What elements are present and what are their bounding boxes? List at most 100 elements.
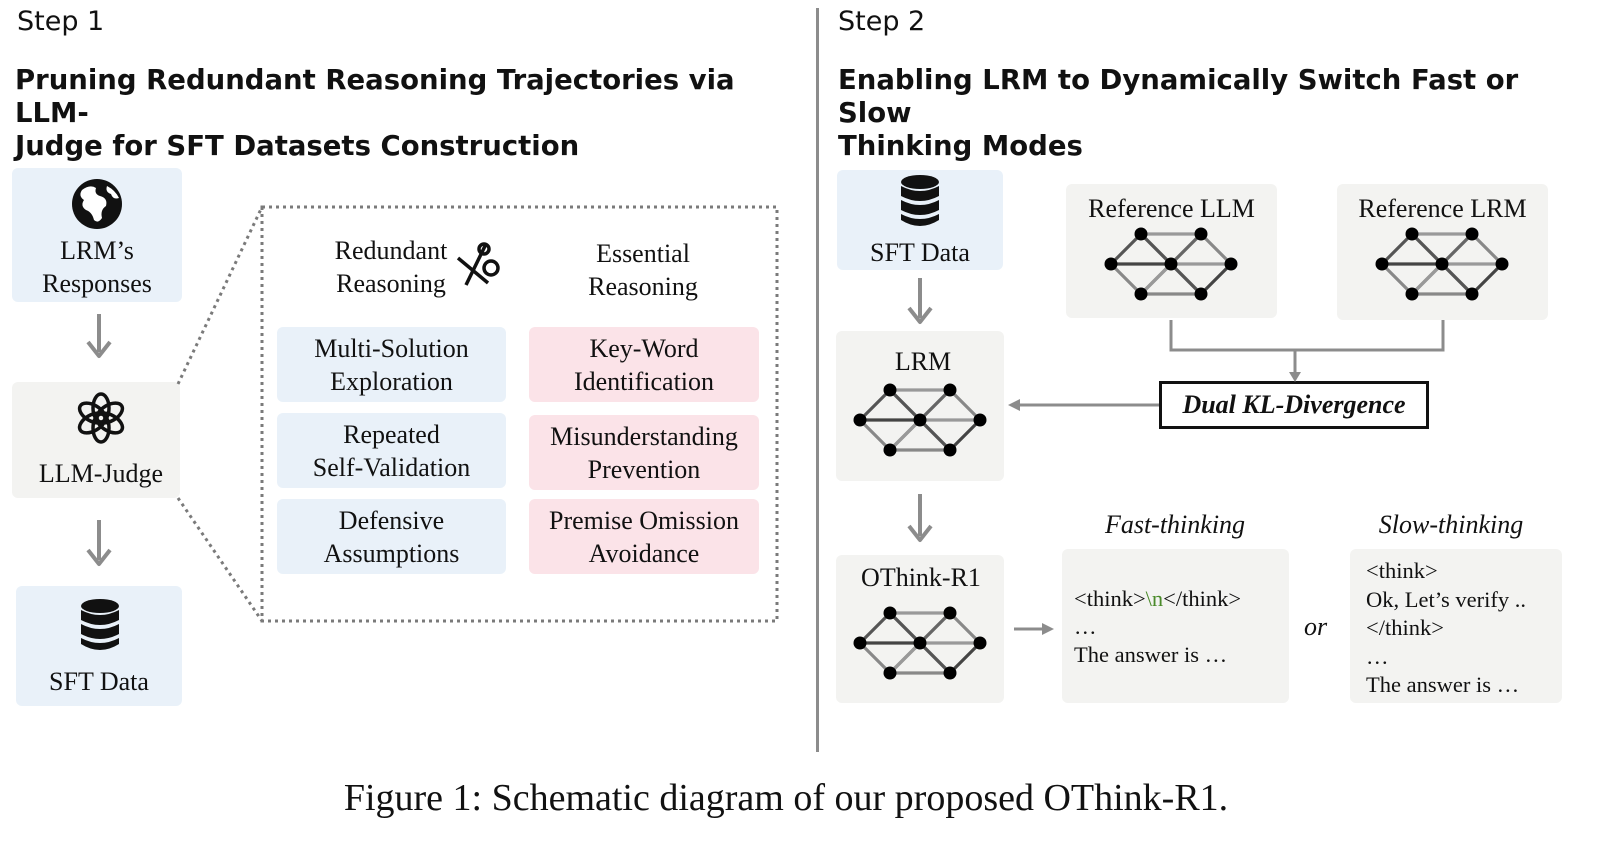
scissors-icon bbox=[456, 242, 500, 286]
lrm-box: LRM bbox=[836, 331, 1004, 481]
lrm-responses-line2: Responses bbox=[42, 269, 152, 298]
network-node bbox=[943, 666, 957, 680]
network-edge bbox=[1169, 232, 1203, 266]
network-edge bbox=[1470, 262, 1504, 296]
slow-line: The answer is … bbox=[1366, 672, 1520, 697]
database-icon bbox=[81, 599, 119, 650]
fast-open-tag: <think> bbox=[1074, 586, 1146, 611]
essential-item-line2: Prevention bbox=[587, 454, 701, 484]
network-node bbox=[943, 606, 957, 620]
network-edge bbox=[1380, 262, 1414, 296]
network-node bbox=[1465, 227, 1479, 241]
fast-thinking-title: Fast-thinking bbox=[1104, 510, 1246, 539]
network-edge bbox=[1440, 262, 1474, 296]
redundant-item-line1: Multi-Solution bbox=[314, 333, 469, 363]
fast-thinking-box: <think>\n</think> … The answer is … bbox=[1062, 549, 1289, 703]
network-node bbox=[1495, 257, 1509, 271]
redundant-item-line1: Defensive bbox=[338, 505, 445, 535]
arrow-kl-to-lrm bbox=[1008, 399, 1159, 411]
slow-line: <think> bbox=[1366, 558, 1438, 583]
network-edge bbox=[858, 388, 892, 422]
essential-item-line1: Premise Omission bbox=[549, 505, 739, 535]
step2-heading-line1: Enabling LRM to Dynamically Switch Fast … bbox=[838, 64, 1519, 129]
network-node bbox=[1194, 227, 1208, 241]
network-node bbox=[883, 606, 897, 620]
step2-label: Step 2 bbox=[838, 6, 926, 37]
step-divider bbox=[816, 8, 819, 752]
reference-llm-box: Reference LLM bbox=[1066, 184, 1277, 318]
dotted-frame bbox=[176, 205, 779, 623]
network-node bbox=[1194, 287, 1208, 301]
neural-network-icon bbox=[853, 383, 987, 457]
network-edge bbox=[1440, 232, 1474, 266]
arrow-lrm-to-othink bbox=[907, 494, 933, 542]
openai-icon bbox=[77, 392, 125, 444]
redundant-header-line2: Reasoning bbox=[336, 269, 446, 298]
network-node bbox=[853, 413, 867, 427]
network-node bbox=[853, 636, 867, 650]
llm-judge-label: LLM-Judge bbox=[38, 459, 164, 488]
network-edge bbox=[948, 611, 982, 645]
network-edge bbox=[1199, 262, 1233, 296]
lrm-label: LRM bbox=[894, 347, 952, 376]
slow-thinking-box: <think> Ok, Let’s verify .. </think> … T… bbox=[1350, 549, 1562, 703]
essential-header-line1: Essential bbox=[596, 239, 690, 268]
redundant-item-line2: Assumptions bbox=[323, 538, 460, 568]
network-edge bbox=[918, 611, 952, 645]
network-node bbox=[1375, 257, 1389, 271]
network-node bbox=[973, 413, 987, 427]
neural-network-icon bbox=[853, 606, 987, 680]
essential-item-line1: Key-Word bbox=[589, 333, 699, 363]
lrm-responses-box: LRM’s Responses bbox=[12, 168, 182, 302]
network-node bbox=[943, 443, 957, 457]
sft-data-box-step1: SFT Data bbox=[16, 586, 182, 706]
redundant-item-line1: Repeated bbox=[343, 419, 440, 449]
network-node bbox=[913, 413, 927, 427]
network-edge bbox=[1199, 232, 1233, 266]
network-node bbox=[1435, 257, 1449, 271]
network-edge bbox=[858, 611, 892, 645]
network-node bbox=[883, 666, 897, 680]
network-node bbox=[883, 383, 897, 397]
neural-network-icon bbox=[1375, 227, 1509, 301]
fast-newline: \n bbox=[1145, 586, 1164, 611]
network-node bbox=[943, 383, 957, 397]
step1-heading-line2: Judge for SFT Datasets Construction bbox=[15, 130, 580, 162]
redundant-header-line1: Redundant bbox=[334, 236, 448, 265]
network-node bbox=[1405, 227, 1419, 241]
network-node bbox=[1465, 287, 1479, 301]
network-node bbox=[1224, 257, 1238, 271]
arrow-sft-to-lrm bbox=[907, 278, 933, 324]
network-edge bbox=[858, 641, 892, 675]
reference-llm-label: Reference LLM bbox=[1088, 194, 1255, 223]
network-node bbox=[1104, 257, 1118, 271]
network-node bbox=[883, 443, 897, 457]
step2-heading: Enabling LRM to Dynamically Switch Fast … bbox=[838, 64, 1578, 163]
neural-network-icon bbox=[1104, 227, 1238, 301]
network-node bbox=[1134, 287, 1148, 301]
essential-item-line1: Misunderstanding bbox=[550, 421, 738, 451]
sft-data-label-step2: SFT Data bbox=[870, 238, 970, 267]
slow-line: … bbox=[1366, 643, 1389, 669]
network-edge bbox=[948, 388, 982, 422]
reference-lrm-box: Reference LRM bbox=[1337, 184, 1548, 320]
step1-label: Step 1 bbox=[17, 6, 105, 37]
network-edge bbox=[948, 641, 982, 675]
network-edge bbox=[1470, 232, 1504, 266]
fast-think-line: <think>\n</think> bbox=[1074, 585, 1241, 613]
step1-heading-line1: Pruning Redundant Reasoning Trajectories… bbox=[15, 64, 735, 129]
redundant-item-line2: Exploration bbox=[330, 366, 453, 396]
network-edge bbox=[1109, 232, 1143, 266]
slow-line: </think> bbox=[1366, 615, 1444, 640]
othink-label: OThink-R1 bbox=[861, 563, 981, 592]
reference-lrm-label: Reference LRM bbox=[1358, 194, 1527, 223]
network-edge bbox=[918, 641, 952, 675]
redundant-header: Redundant Reasoning bbox=[318, 234, 464, 300]
or-label: or bbox=[1304, 612, 1328, 641]
slow-thinking-title: Slow-thinking bbox=[1378, 510, 1524, 539]
network-edge bbox=[858, 418, 892, 452]
